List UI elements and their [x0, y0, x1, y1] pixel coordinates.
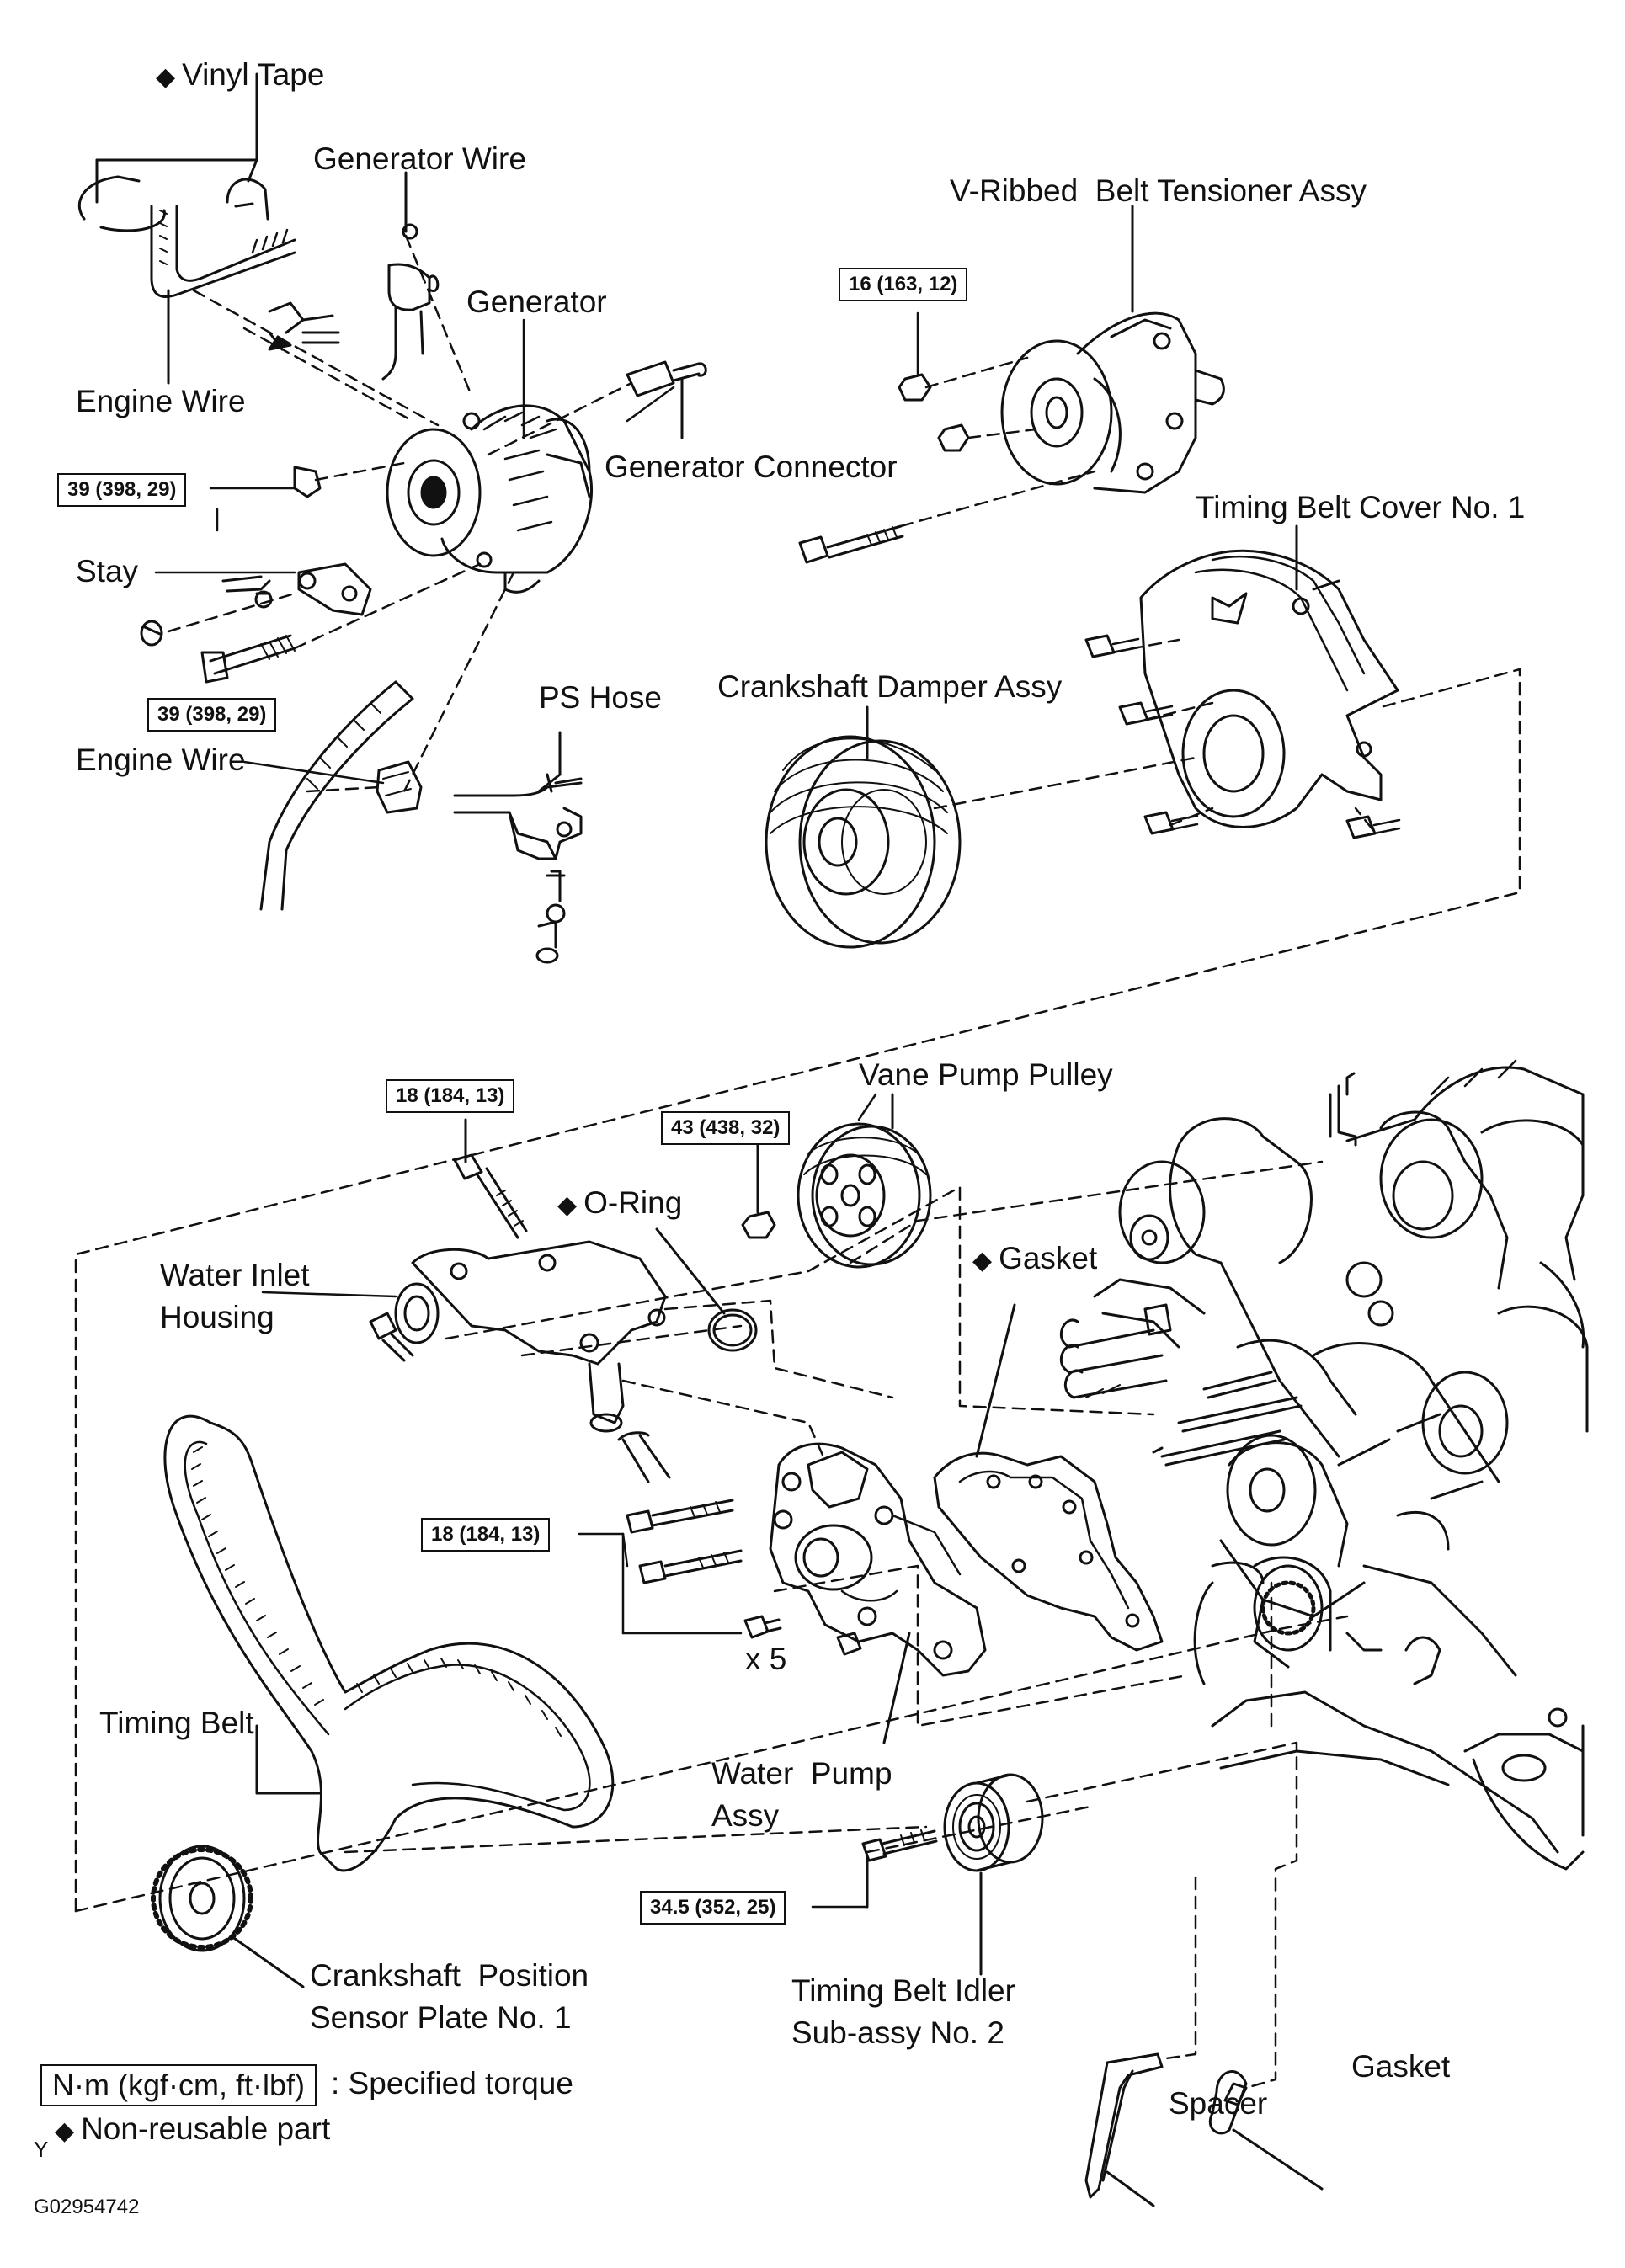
callout-o-ring: ◆O-Ring — [557, 1185, 682, 1222]
label-water-pump-line2: Assy — [711, 1797, 780, 1833]
label-gasket-upper: Gasket — [999, 1241, 1098, 1275]
legend-unit-box: N·m (kgf·cm, ft·lbf) — [40, 2064, 317, 2106]
label-engine-wire-top: Engine Wire — [76, 384, 246, 418]
engine-block-part — [1059, 1059, 1589, 1871]
torque-box-generator-bolt: 39 (398, 29) — [147, 698, 277, 732]
label-water-pump-assy: Water Pump Assy — [711, 1753, 892, 1837]
label-stay: Stay — [76, 554, 139, 588]
torque-box-inlet-bolt: 18 (184, 13) — [386, 1079, 515, 1113]
label-spacer: Spacer — [1169, 2086, 1268, 2121]
label-v-ribbed-belt-tensioner: V-Ribbed Belt Tensioner Assy — [950, 173, 1367, 208]
footer-y-mark: Y — [34, 2137, 49, 2162]
generator-connector-part — [626, 360, 707, 439]
label-crankshaft-damper: Crankshaft Damper Assy — [717, 669, 1063, 704]
label-generator: Generator — [466, 285, 607, 319]
timing-belt-cover-part — [1084, 524, 1401, 839]
diamond-icon: ◆ — [972, 1247, 993, 1275]
timing-belt-part — [163, 1414, 615, 1872]
label-engine-wire-bottom: Engine Wire — [76, 743, 246, 777]
label-water-inlet-line1: Water Inlet — [160, 1258, 310, 1292]
diamond-icon: ◆ — [55, 2117, 75, 2145]
torque-box-idler: 34.5 (352, 25) — [640, 1891, 786, 1925]
vinyl-tape-part — [77, 72, 269, 232]
footer-figure-id: G02954742 — [34, 2196, 140, 2218]
callout-gasket-upper: ◆Gasket — [972, 1241, 1097, 1277]
torque-box-generator-nut: 39 (398, 29) — [57, 473, 187, 507]
label-idler-line1: Timing Belt Idler — [791, 1973, 1015, 2008]
generator-wire-part — [381, 171, 440, 381]
label-generator-connector: Generator Connector — [605, 450, 898, 484]
vane-pump-pulley-part — [741, 1093, 932, 1269]
label-timing-belt-idler: Timing Belt Idler Sub-assy No. 2 — [791, 1970, 1015, 2054]
label-generator-wire: Generator Wire — [313, 141, 526, 176]
torque-box-tensioner: 16 (163, 12) — [839, 268, 968, 301]
label-ps-hose: PS Hose — [539, 680, 663, 715]
water-pump-gasket-part — [933, 1303, 1164, 1652]
label-crank-sensor-line2: Sensor Plate No. 1 — [310, 1999, 572, 2035]
label-o-ring: O-Ring — [583, 1185, 683, 1220]
diamond-icon: ◆ — [557, 1191, 578, 1219]
label-vane-pump-pulley: Vane Pump Pulley — [859, 1057, 1113, 1092]
generator-part — [386, 404, 594, 594]
torque-box-pump-pulley: 43 (438, 32) — [661, 1111, 791, 1145]
callout-vinyl-tape: ◆Vinyl Tape — [156, 57, 324, 93]
torque-box-pump-bolts: 18 (184, 13) — [421, 1518, 551, 1552]
label-timing-belt: Timing Belt — [99, 1706, 254, 1740]
stay-part — [221, 562, 372, 616]
generator-fasteners — [140, 466, 322, 684]
water-inlet-housing-part — [369, 1118, 671, 1483]
crankshaft-damper-part — [765, 705, 962, 949]
label-timing-belt-cover: Timing Belt Cover No. 1 — [1196, 490, 1526, 524]
label-vinyl-tape: Vinyl Tape — [182, 57, 325, 92]
legend-nonreusable: ◆Non-reusable part — [55, 2111, 330, 2148]
legend-nonreusable-text: Non-reusable part — [81, 2111, 331, 2146]
label-crankshaft-position-sensor: Crankshaft Position Sensor Plate No. 1 — [310, 1955, 589, 2039]
engine-wire-top-part — [150, 205, 340, 385]
label-water-pump-line1: Water Pump — [711, 1756, 892, 1791]
label-crank-sensor-line1: Crankshaft Position — [310, 1958, 589, 1993]
legend-unit-desc: : Specified torque — [331, 2066, 573, 2100]
label-water-inlet-line2: Housing — [160, 1299, 274, 1334]
label-water-inlet-housing: Water Inlet Housing — [160, 1254, 310, 1339]
timing-belt-idler-part — [861, 1773, 1044, 1976]
v-ribbed-belt-tensioner-part — [798, 205, 1225, 564]
diamond-icon: ◆ — [156, 63, 176, 91]
o-ring-part — [655, 1227, 758, 1352]
leader-lines — [154, 311, 919, 1909]
label-gasket-lower: Gasket — [1351, 2049, 1451, 2084]
spacer-gasket-part — [1084, 2052, 1324, 2207]
water-pump-part — [626, 1442, 987, 1744]
label-x5: x 5 — [745, 1642, 787, 1676]
crankshaft-position-sensor-plate-part — [151, 1845, 305, 1988]
label-idler-line2: Sub-assy No. 2 — [791, 2015, 1004, 2050]
ps-hose-part — [453, 731, 583, 964]
dashed-guide-lines — [74, 234, 1521, 2090]
engine-wire-bottom-part — [259, 680, 423, 911]
